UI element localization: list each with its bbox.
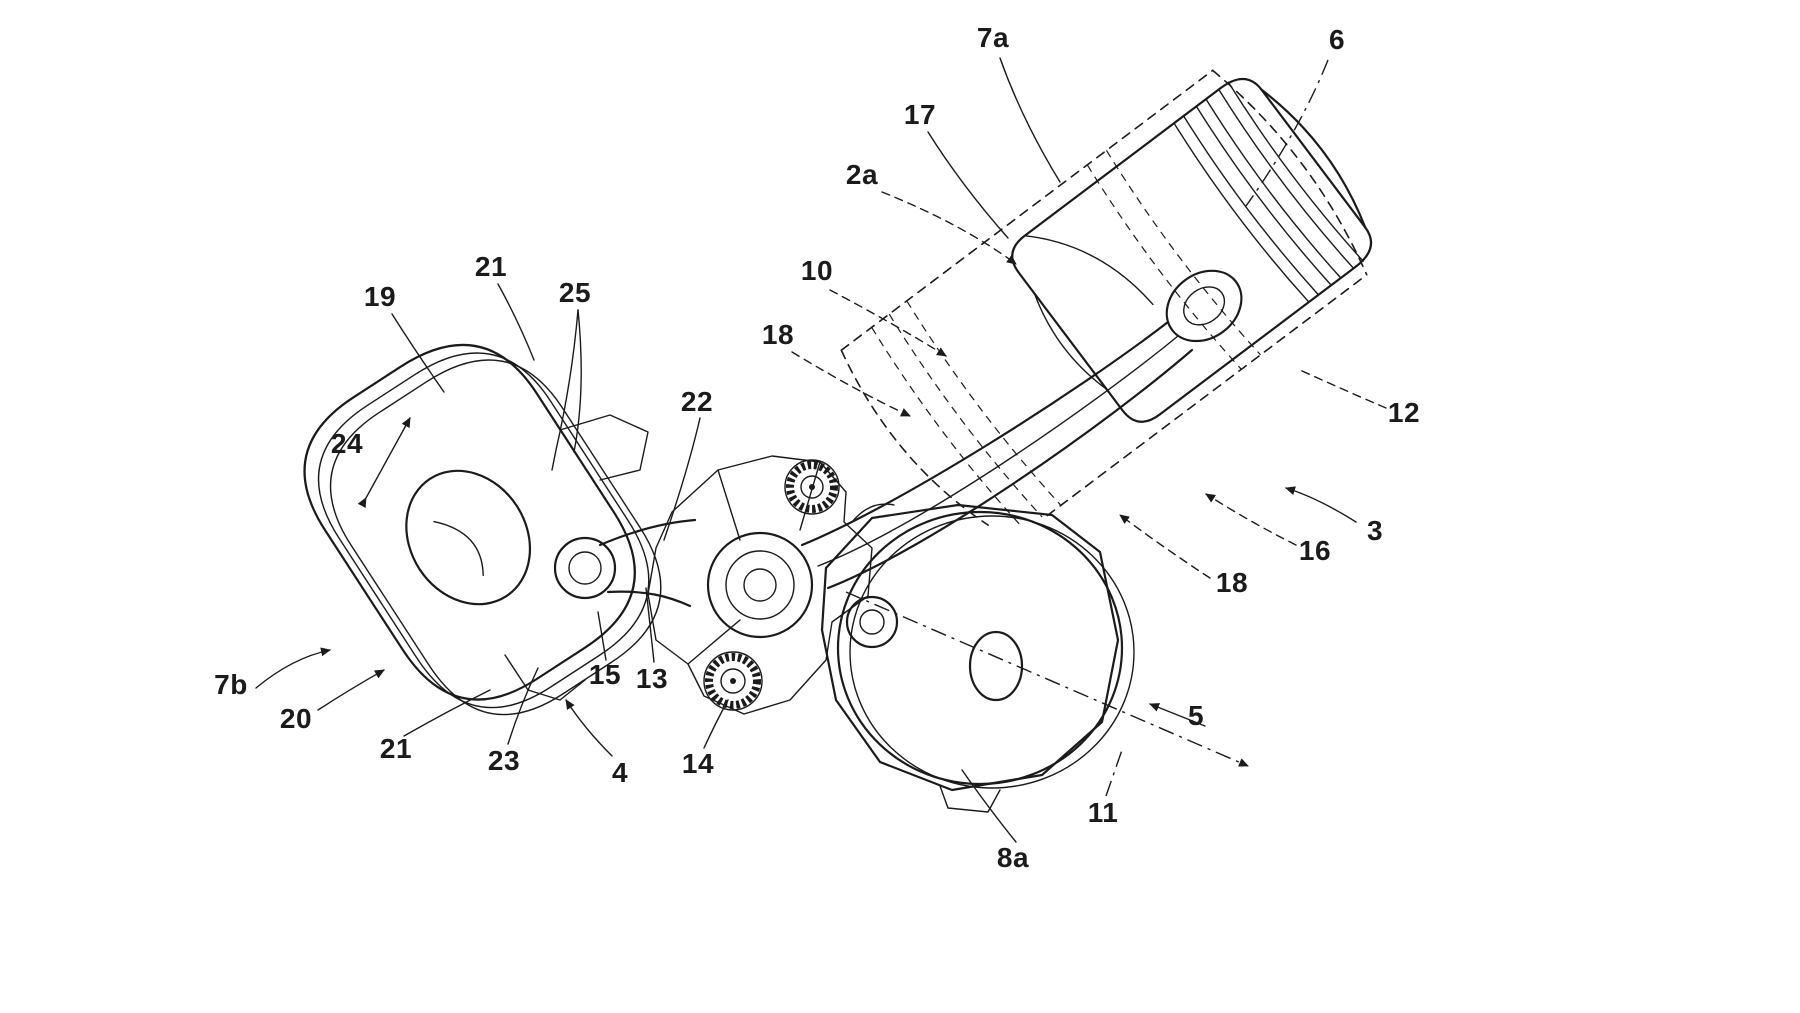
axis-line: [845, 591, 1249, 797]
drum-bottom-lug: [939, 785, 1001, 813]
arrow-2a: [881, 191, 1017, 265]
drum-hub: [968, 630, 1024, 702]
ref-label-6: 6: [1328, 24, 1346, 55]
disc-upper-bracket: [559, 414, 649, 481]
arrow-7b: [255, 647, 331, 689]
ref-label-15: 15: [588, 659, 622, 690]
leader-19: [391, 313, 445, 393]
arrow-18-left: [791, 351, 911, 417]
ref-label-24: 24: [330, 428, 364, 459]
connecting-rod: [800, 320, 1194, 590]
leader-6: [1245, 59, 1329, 207]
gear-top: [784, 459, 840, 515]
arrow-5: [1149, 703, 1206, 727]
disc-lower-hook: [504, 654, 586, 701]
piston-rings: [1173, 81, 1364, 303]
ref-label-3: 3: [1366, 515, 1384, 546]
ref-label-11: 11: [1087, 797, 1119, 828]
wrist-pin-boss: [1165, 269, 1243, 343]
ref-label-4: 4: [611, 757, 629, 788]
crank-bearing: [706, 531, 814, 639]
leader-25a: [551, 309, 579, 471]
ref-label-14: 14: [681, 748, 715, 779]
ref-label-19: 19: [363, 281, 397, 312]
leader-13: [645, 587, 655, 663]
ref-label-21-top: 21: [474, 251, 508, 282]
ref-label-16: 16: [1298, 535, 1332, 566]
double-arrow-24: [357, 417, 411, 509]
ref-label-17: 17: [903, 99, 937, 130]
leader-15: [597, 611, 607, 661]
leader-21-bottom: [403, 689, 491, 737]
disc-center-hole: [405, 469, 532, 606]
leader-7a: [999, 57, 1061, 183]
ref-label-2a: 2a: [845, 159, 879, 190]
leader-22: [663, 417, 701, 541]
ref-label-7b: 7b: [214, 669, 248, 700]
ref-label-21-bottom: 21: [379, 733, 413, 764]
piston-upper: [1011, 77, 1373, 423]
ref-label-18-left: 18: [761, 319, 795, 350]
ref-label-25: 25: [558, 277, 592, 308]
ref-label-10: 10: [800, 255, 834, 286]
ref-label-8a: 8a: [996, 842, 1030, 873]
leader-lines: [391, 57, 1387, 843]
leader-21-top: [497, 283, 535, 361]
ref-label-12: 12: [1387, 397, 1421, 428]
arrow-4: [565, 699, 613, 757]
leader-25b: [573, 309, 582, 453]
leader-14: [703, 699, 729, 749]
leader-17: [927, 131, 1009, 239]
arrow-18-right: [1119, 514, 1211, 579]
ref-label-7a: 7a: [976, 22, 1010, 53]
leader-12: [1299, 369, 1387, 409]
leader-8a: [961, 769, 1017, 843]
counterweight-disc: [271, 311, 694, 748]
cylinder-dashed-outline: [840, 69, 1368, 528]
ref-label-20: 20: [279, 703, 313, 734]
link-pivot: [553, 536, 617, 600]
arrow-3: [1285, 486, 1357, 523]
arrows: [255, 191, 1357, 757]
arrow-16: [1205, 493, 1297, 546]
arrow-20: [317, 669, 385, 711]
carrier-linkage: [553, 455, 873, 715]
ref-label-22: 22: [680, 386, 714, 417]
ref-label-5: 5: [1187, 700, 1205, 731]
drum-small-hole: [845, 595, 899, 649]
ref-label-23: 23: [487, 745, 521, 776]
gear-bottom: [703, 651, 763, 711]
crank-drum: [820, 503, 1135, 813]
ref-label-13: 13: [635, 663, 669, 694]
leader-23: [507, 667, 539, 745]
ref-label-18-right: 18: [1215, 567, 1249, 598]
arrow-10: [829, 289, 947, 357]
